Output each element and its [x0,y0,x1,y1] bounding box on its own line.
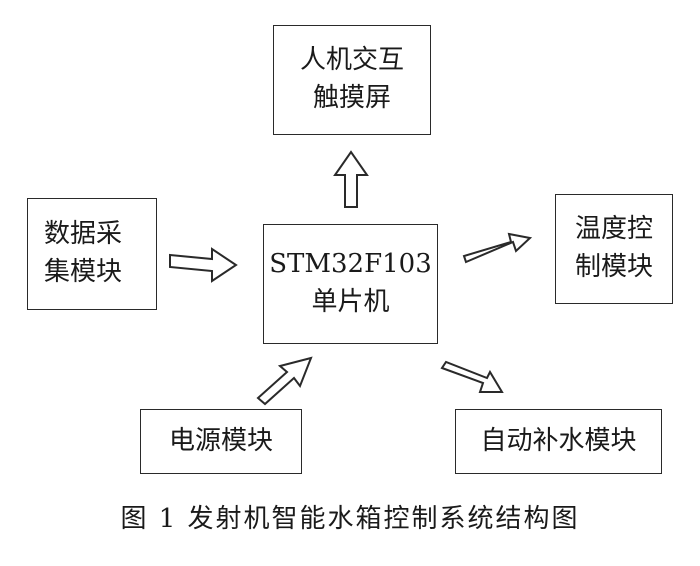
touchscreen-label-1: 人机交互 [299,45,404,76]
auto-refill-box: 自动补水模块 [455,409,662,474]
power-label: 电源模块 [168,425,273,456]
power-box: 电源模块 [140,409,302,474]
figure-caption: 图 1 发射机智能水箱控制系统结构图 [120,504,580,534]
temperature-control-label-1: 温度控 [574,214,653,245]
touchscreen-box: 人机交互 触摸屏 [273,25,431,135]
temperature-control-label-2: 制模块 [574,252,653,282]
arrow-mcu-to-touchscreen [333,150,369,208]
arrow-data-acquisition-to-mcu [169,247,238,283]
data-acquisition-label-1: 数据采 [44,219,123,250]
temperature-control-box: 温度控 制模块 [555,194,673,304]
mcu-box: STM32F103 单片机 [263,224,438,344]
data-acquisition-label-2: 集模块 [44,257,123,287]
auto-refill-label: 自动补水模块 [480,425,637,456]
arrow-mcu-to-temperature-control [462,232,533,264]
mcu-label-2: 单片机 [311,287,390,317]
arrow-mcu-to-auto-refill [440,360,504,393]
arrow-power-to-mcu [256,356,313,406]
touchscreen-label-2: 触摸屏 [312,83,391,113]
data-acquisition-box: 数据采 集模块 [27,198,157,310]
mcu-label-1: STM32F103 [269,249,432,280]
